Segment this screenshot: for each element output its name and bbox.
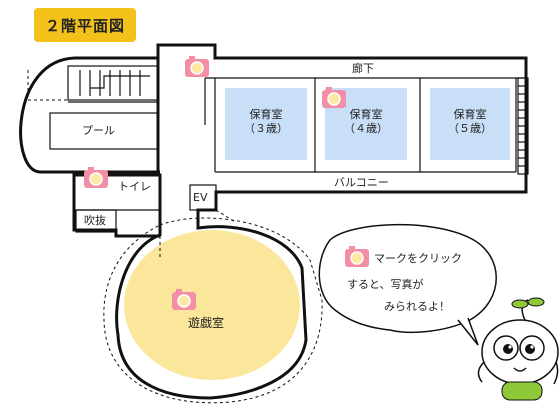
corridor-label: 廊下	[352, 62, 374, 75]
balcony-label: バルコニー	[334, 176, 389, 189]
bubble-line-2: すると、写真が	[347, 278, 424, 291]
atrium-label: 吹抜	[84, 214, 106, 227]
nursery-5-label: 保育室 （５歳）	[430, 108, 510, 137]
camera-icon[interactable]	[320, 86, 348, 110]
nursery-3-label: 保育室 （３歳）	[225, 108, 307, 137]
nursery-3-name: 保育室	[249, 108, 283, 121]
camera-icon[interactable]	[170, 288, 198, 312]
pool-label: プール	[82, 124, 115, 137]
nursery-4-label: 保育室 （４歳）	[325, 108, 407, 137]
camera-icon	[345, 246, 369, 267]
floor-title: ２階平面図	[34, 8, 136, 42]
nursery-3-age: （３歳）	[244, 122, 288, 136]
toilet-label: トイレ	[118, 180, 151, 193]
nursery-5-name: 保育室	[453, 108, 487, 121]
camera-icon[interactable]	[183, 55, 211, 79]
nursery-4-name: 保育室	[349, 108, 383, 121]
nursery-5-age: （５歳）	[448, 122, 492, 136]
bubble-line-1: マークをクリック	[374, 252, 462, 265]
mascot-icon	[477, 297, 559, 401]
nursery-4-age: （４歳）	[344, 122, 388, 136]
elevator-label: EV	[193, 191, 208, 204]
playroom-label: 遊戯室	[188, 316, 225, 330]
camera-icon[interactable]	[82, 166, 110, 190]
bubble-line-3: みられるよ！	[384, 300, 450, 313]
